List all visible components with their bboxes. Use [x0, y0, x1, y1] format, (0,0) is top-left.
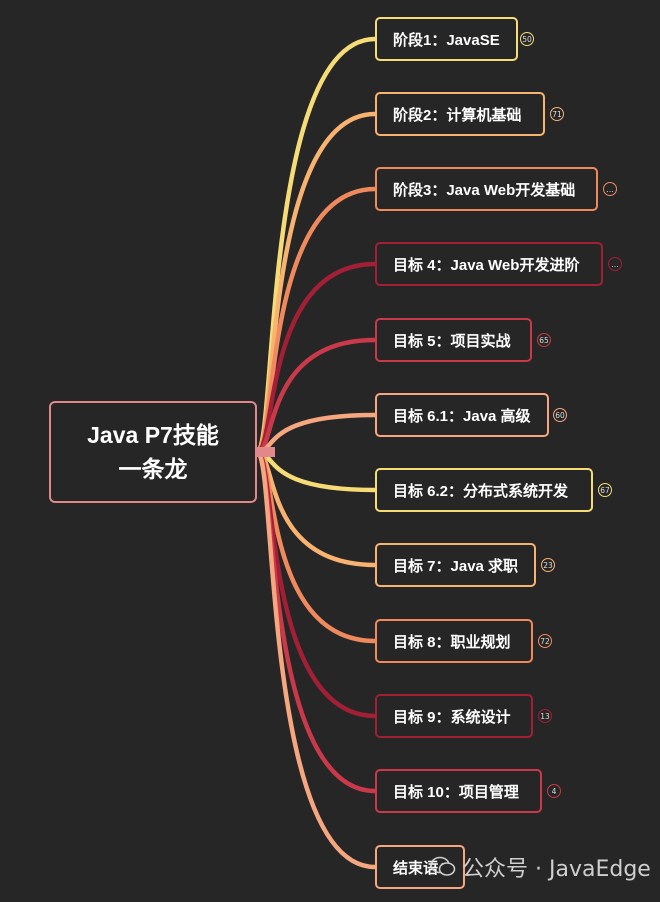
- topic-node-9[interactable]: 目标 8：职业规划: [375, 619, 533, 663]
- topic-node-1[interactable]: 阶段1：JavaSE: [375, 17, 518, 61]
- topic-node-6[interactable]: 目标 6.1：Java 高级: [375, 393, 549, 437]
- topic-node-2[interactable]: 阶段2：计算机基础: [375, 92, 545, 136]
- child-count-badge[interactable]: 4: [547, 784, 561, 798]
- topic-node-7[interactable]: 目标 6.2：分布式系统开发: [375, 468, 593, 512]
- child-count-badge[interactable]: 13: [538, 709, 552, 723]
- root-node[interactable]: Java P7技能 一条龙: [49, 401, 257, 503]
- child-count-badge[interactable]: …: [608, 257, 622, 271]
- root-connector-stub: [255, 447, 275, 457]
- connector-7: [254, 449, 378, 493]
- topic-label: 目标 8：职业规划: [393, 633, 511, 651]
- topic-node-5[interactable]: 目标 5：项目实战: [375, 318, 532, 362]
- topic-label: 结束语: [393, 859, 439, 877]
- child-count-badge[interactable]: 60: [553, 408, 567, 422]
- topic-label: 目标 4：Java Web开发进阶: [393, 256, 580, 274]
- topic-label: 目标 6.1：Java 高级: [393, 407, 531, 425]
- watermark-text: 公众号 · JavaEdge: [462, 857, 651, 882]
- wechat-icon: [430, 856, 456, 878]
- topic-label: 阶段3：Java Web开发基础: [393, 181, 576, 199]
- child-count-badge[interactable]: 71: [550, 107, 564, 121]
- topic-node-8[interactable]: 目标 7：Java 求职: [375, 543, 537, 587]
- child-count-badge[interactable]: 67: [598, 483, 612, 497]
- topic-node-10[interactable]: 目标 9：系统设计: [375, 694, 533, 738]
- topic-label: 阶段1：JavaSE: [393, 31, 500, 49]
- watermark: 公众号 · JavaEdge: [430, 850, 651, 884]
- child-count-badge[interactable]: 72: [538, 634, 552, 648]
- topic-label: 目标 10：项目管理: [393, 783, 519, 801]
- topic-label: 目标 5：项目实战: [393, 332, 511, 350]
- root-title-line2: 一条龙: [118, 456, 188, 482]
- topic-node-4[interactable]: 目标 4：Java Web开发进阶: [375, 242, 603, 286]
- child-count-badge[interactable]: …: [603, 182, 617, 196]
- connector-6: [254, 412, 378, 455]
- child-count-badge[interactable]: 23: [541, 558, 555, 572]
- root-title-line1: Java P7技能: [87, 422, 219, 448]
- child-count-badge[interactable]: 50: [520, 32, 534, 46]
- topic-node-11[interactable]: 目标 10：项目管理: [375, 769, 542, 813]
- topic-node-3[interactable]: 阶段3：Java Web开发基础: [375, 167, 598, 211]
- topic-label: 目标 7：Java 求职: [393, 557, 519, 575]
- connector-12: [254, 449, 378, 870]
- topic-label: 目标 9：系统设计: [393, 708, 511, 726]
- topic-label: 阶段2：计算机基础: [393, 106, 522, 124]
- child-count-badge[interactable]: 65: [537, 333, 551, 347]
- topic-label: 目标 6.2：分布式系统开发: [393, 482, 569, 500]
